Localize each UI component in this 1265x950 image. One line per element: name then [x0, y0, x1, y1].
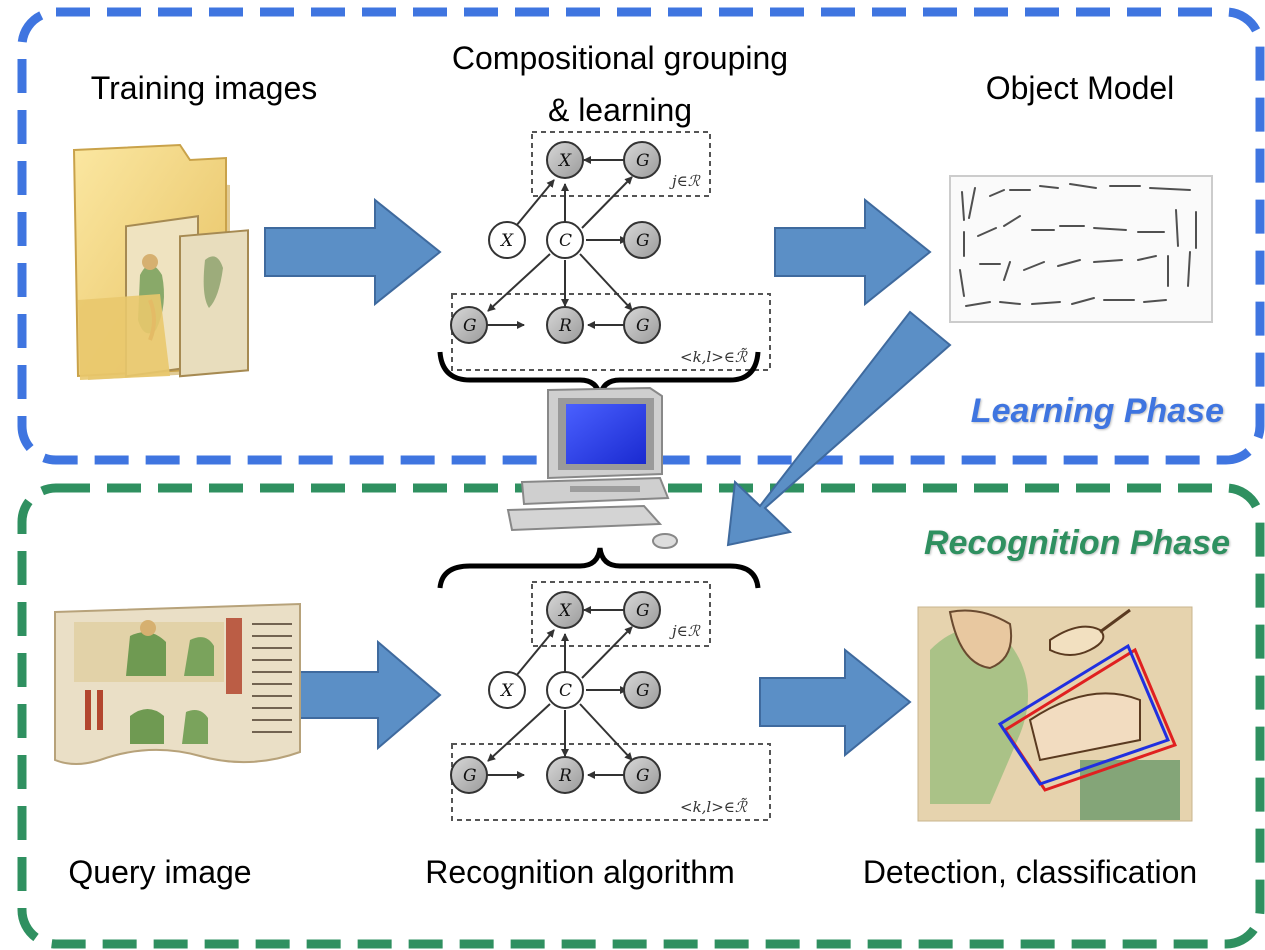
query-image-icon: [54, 602, 301, 765]
recognition-phase-title: Recognition Phase: [923, 524, 1230, 562]
node-g-j-2: G: [636, 601, 650, 621]
node-g: G: [636, 231, 650, 251]
arrow-query-to-recognition: [299, 639, 442, 751]
node-g-l: G: [636, 316, 650, 336]
node-x-2: X: [499, 681, 514, 701]
node-x: X: [499, 231, 514, 251]
plate-caption-bottom-2: <k,l>∈ℛ̃: [680, 797, 748, 816]
arrow-recognition-to-detection: [759, 647, 912, 758]
recognition-algorithm-label: Recognition algorithm: [425, 854, 735, 890]
node-c-2: C: [559, 681, 572, 701]
graphical-model-top: X G X C G G R G j∈ℛ <k,l>∈ℛ̃: [450, 131, 771, 371]
node-x-j: X: [557, 151, 572, 171]
learning-phase-title: Learning Phase: [970, 392, 1224, 430]
node-c: C: [559, 231, 572, 251]
arrow-train-to-model: [264, 197, 442, 307]
arrow-model-to-object: [774, 197, 932, 307]
node-g-l-2: G: [636, 766, 650, 786]
plate-caption-bottom: <k,l>∈ℛ̃: [680, 347, 748, 366]
query-image-label: Query image: [68, 854, 252, 890]
arrow-model-to-recognition: [726, 310, 952, 547]
object-model-label: Object Model: [985, 70, 1175, 106]
node-x-j-2: X: [557, 601, 572, 621]
plate-caption-top: j∈ℛ: [669, 172, 701, 190]
learning-phase-frame: [17, 7, 1265, 465]
folder-icon: [72, 143, 249, 380]
training-images-label: Training images: [90, 70, 318, 106]
node-r-kl: R: [558, 316, 572, 336]
node-g-k-2: G: [463, 766, 477, 786]
method-label-line2: & learning: [547, 92, 693, 128]
graphical-model-bottom: X G X C G G R G j∈ℛ <k,l>∈ℛ̃: [450, 581, 771, 821]
node-g-k: G: [463, 316, 477, 336]
object-model-icon: [949, 175, 1213, 323]
node-r-kl-2: R: [558, 766, 572, 786]
detection-result-icon: [917, 606, 1193, 822]
node-g-2: G: [636, 681, 650, 701]
method-label-line1: Compositional grouping: [451, 40, 789, 76]
detection-label: Detection, classification: [862, 854, 1198, 890]
brace-bottom: [437, 547, 761, 589]
plate-caption-top-2: j∈ℛ: [669, 622, 701, 640]
node-g-j: G: [636, 151, 650, 171]
computer-icon: [506, 386, 678, 549]
